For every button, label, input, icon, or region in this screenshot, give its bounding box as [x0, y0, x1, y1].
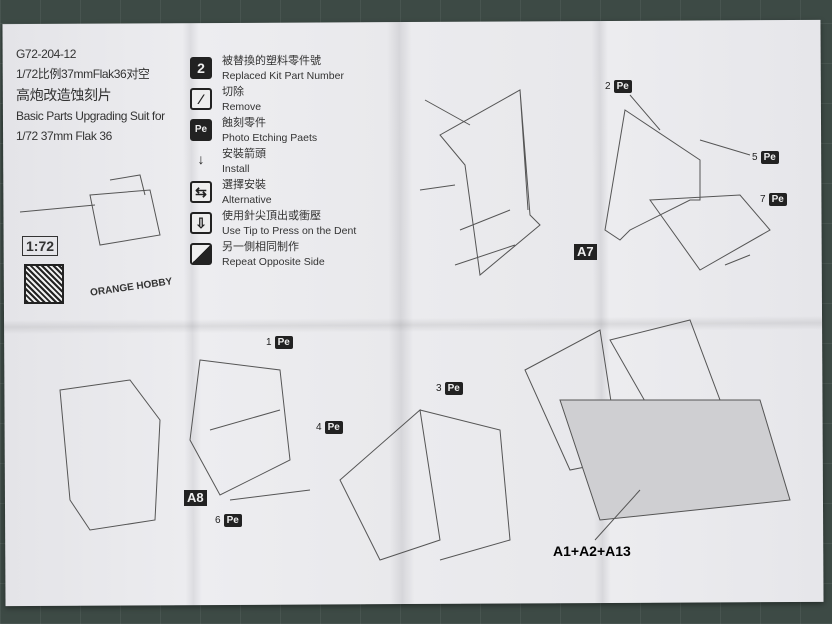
- legend-cn: 蝕刻零件: [222, 117, 266, 129]
- legend-cn: 被替換的塑料零件號: [222, 55, 321, 67]
- legend-cn: 使用針尖頂出或衝壓: [222, 210, 321, 222]
- part-number: 1: [266, 337, 272, 348]
- part-number: 6: [215, 515, 221, 526]
- part-number: 7: [760, 194, 766, 205]
- legend-en: Remove: [222, 101, 262, 113]
- diagram-pe3: [339, 409, 511, 561]
- pe-badge: Pe: [613, 80, 632, 93]
- part-number: 2: [605, 81, 611, 92]
- legend-cn: 另一側相同制作: [222, 241, 299, 253]
- pe-badge: Pe: [444, 382, 463, 395]
- legend-en: Photo Etching Paets: [222, 132, 318, 144]
- diagram-pe2-5-7: [604, 94, 771, 271]
- legend-en: Alternative: [222, 194, 272, 206]
- diagram-pe1-4-6: [189, 359, 311, 501]
- legend-cn: 切除: [222, 86, 244, 98]
- pe-badge: Pe: [223, 514, 242, 527]
- step-label-final: A1+A2+A13: [553, 543, 631, 559]
- title-en-2: 1/72 37mm Flak 36: [16, 129, 112, 143]
- legend-cn: 安裝箭頭: [222, 148, 266, 160]
- number-2-icon: 2: [190, 57, 212, 79]
- legend-en: Replaced Kit Part Number: [222, 70, 344, 82]
- product-code: G72-204-12: [16, 47, 77, 61]
- arrow-down-icon: ↓: [197, 151, 205, 167]
- legend-en: Install: [222, 163, 250, 175]
- alternative-icon: ⇆: [190, 181, 212, 203]
- legend-en: Repeat Opposite Side: [222, 256, 325, 268]
- part-number: 5: [752, 152, 758, 163]
- part-number: 3: [436, 383, 442, 394]
- legend-en: Use Tip to Press on the Dent: [222, 225, 357, 237]
- pe-badge: Pe: [274, 336, 293, 349]
- diagram-final-assembly: [524, 319, 791, 541]
- legend-cn: 選擇安裝: [222, 179, 266, 191]
- pe-icon: Pe: [190, 119, 212, 141]
- diagram-a7: [419, 89, 541, 276]
- title-en-1: Basic Parts Upgrading Suit for: [16, 109, 165, 123]
- step-label-a8: A8: [184, 490, 207, 506]
- remove-icon: ⁄: [190, 88, 212, 110]
- qr-code: [24, 264, 64, 304]
- press-dent-icon: ⇩: [190, 212, 212, 234]
- gun-thumbnail: [19, 174, 161, 246]
- repeat-side-icon: [190, 243, 212, 265]
- pe-badge: Pe: [768, 193, 787, 206]
- scale-badge: 1:72: [22, 236, 59, 256]
- pe-badge: Pe: [324, 421, 343, 434]
- title-cn-1: 1/72比例37mmFlak36对空: [16, 67, 150, 81]
- part-number: 4: [316, 422, 322, 433]
- step-label-a7: A7: [574, 244, 597, 260]
- diagram-a8-left: [59, 379, 161, 531]
- title-cn-2: 高炮改造蚀刻片: [16, 87, 112, 103]
- pe-badge: Pe: [760, 151, 779, 164]
